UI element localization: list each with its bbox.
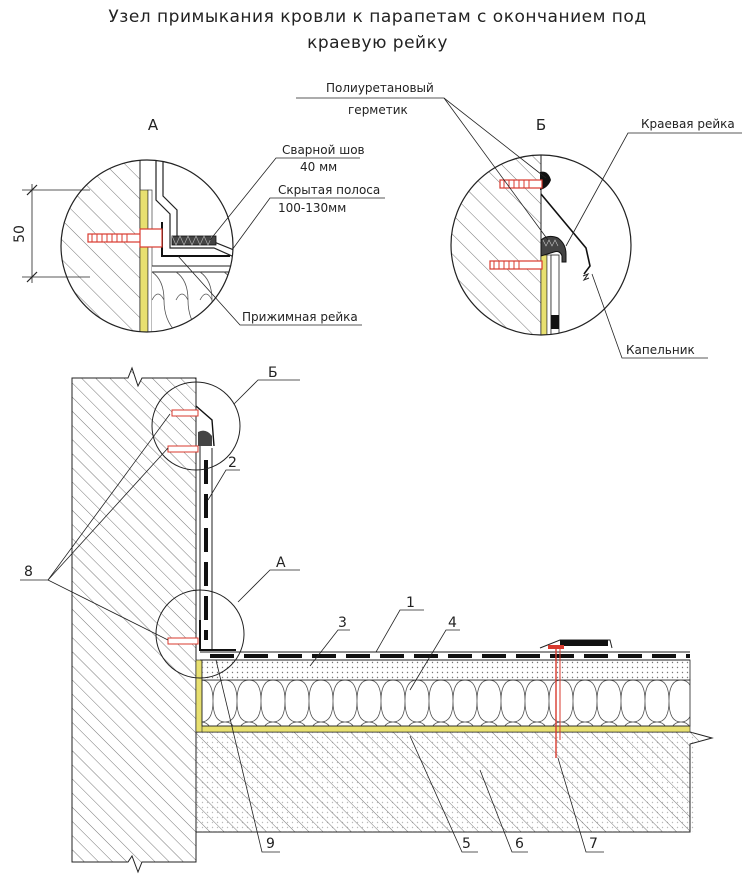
position-1: 1: [406, 595, 415, 611]
label-weld-seam-1: Сварной шов: [282, 143, 365, 157]
position-2: 2: [228, 455, 237, 471]
dimension-50-text: 50: [12, 225, 28, 243]
detail-a-wall-hatch: [61, 160, 140, 332]
detail-a-circle: [60, 159, 234, 333]
detail-b-wall-hatch: [451, 155, 541, 335]
title-line-2: краевую рейку: [307, 33, 448, 53]
position-5: 5: [462, 836, 471, 852]
label-sealant-2: герметик: [348, 103, 408, 117]
detail-b-circle: [450, 154, 632, 336]
label-hidden-strip-2: 100-130мм: [278, 201, 346, 215]
label-weld-seam-2: 40 мм: [300, 160, 337, 174]
detail-b: Б Полиуретановый герметик Краевая рейка …: [296, 81, 742, 359]
position-6: 6: [515, 836, 524, 852]
position-3: 3: [338, 615, 347, 631]
main-callout-b: Б: [268, 365, 278, 381]
position-7: 7: [589, 836, 598, 852]
detail-a: А 50 Сварной шов 40 мм Скрытая полоса 10…: [12, 116, 385, 333]
detail-a-letter: А: [148, 116, 159, 134]
label-edge-rail: Краевая рейка: [641, 117, 735, 131]
main-callout-a: А: [276, 555, 286, 571]
detail-a-yellow-layer: [139, 189, 149, 332]
dimension-50: 50: [12, 184, 90, 283]
label-drip: Капельник: [626, 343, 695, 357]
position-9: 9: [266, 836, 275, 852]
position-4: 4: [448, 615, 457, 631]
main-section: Б А 1 2 3 4 5 6 7 8 9: [20, 365, 714, 874]
label-clamp-rail: Прижимная рейка: [242, 310, 358, 324]
label-hidden-strip-1: Скрытая полоса: [278, 183, 380, 197]
label-sealant-1: Полиуретановый: [326, 81, 434, 95]
title-line-1: Узел примыкания кровли к парапетам с око…: [108, 7, 647, 27]
position-8: 8: [24, 564, 33, 580]
drawing-title: Узел примыкания кровли к парапетам с око…: [0, 4, 755, 56]
vapour-barrier: [195, 725, 691, 733]
detail-b-letter: Б: [536, 116, 546, 134]
parapet-wall: [71, 366, 197, 874]
callout-b-circle: [151, 381, 241, 471]
thermal-insulation: [201, 679, 691, 727]
